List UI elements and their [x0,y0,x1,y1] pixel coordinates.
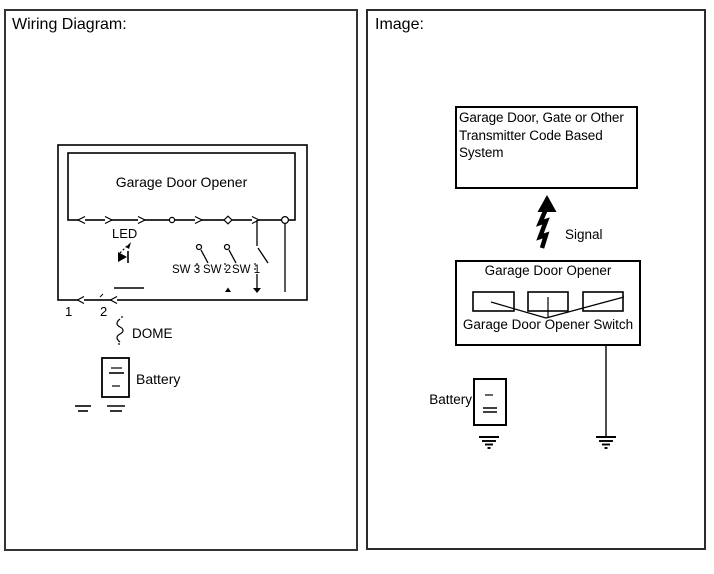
opener-block-box [455,260,641,346]
pin-connector-icon [194,215,204,225]
battery-symbol-icon [473,378,507,426]
arrow-down-icon [253,288,261,293]
tick [99,293,104,298]
transmitter-box-label: Garage Door, Gate or Other Transmitter C… [459,110,624,160]
pin-connector-icon [137,215,147,225]
ground-symbol-icon [75,405,91,412]
battery-label: Battery [136,371,181,387]
ground-symbol-icon [479,436,499,449]
sw3-label: SW 3 [172,264,201,276]
pin-connector-icon [223,215,233,225]
terminal-2-label: 2 [100,304,108,319]
switch-button-icon [472,291,515,312]
pin-connector-icon [168,216,176,224]
image-panel-title: Image: [375,16,424,33]
ground-symbol-icon [107,405,125,412]
pin-connector-icon [281,216,290,225]
image-panel: Image: [366,9,706,550]
leader-lines [490,296,625,319]
switch-button-icon [582,291,624,312]
switch-sw3-icon [195,243,209,273]
transmitter-box [455,106,638,189]
arrow-up-icon [225,287,231,292]
terminal-connector-icon [76,295,85,305]
signal-label: Signal [565,227,603,242]
led-symbol-icon [118,242,131,263]
battery-symbol-icon [101,357,130,398]
sw1-label: SW 1 [232,264,261,276]
opener-block-label: Garage Door Opener [484,263,612,278]
opener-inner-box [67,152,296,221]
wiring-diagram-panel: Wiring Diagram: [4,9,358,551]
switch-sw2-icon [223,243,237,273]
pin-connector-icon [104,215,114,225]
opener-box-label: Garage Door Opener [115,174,248,190]
battery-label: Battery [429,392,472,407]
wiring-diagram-title: Wiring Diagram: [12,16,127,33]
led-label: LED [112,226,138,241]
block-diagram-art [455,106,641,449]
sw2-label: SW 2 [203,264,232,276]
switch-sw1-icon [253,220,269,293]
pin-connector-icon [76,215,86,225]
opener-switch-label: Garage Door Opener Switch [462,317,634,332]
signal-bolt-icon [535,195,557,249]
terminal-connector-icon [109,295,118,305]
pin-connector-icon [251,215,261,225]
opener-outer-box [57,144,308,301]
dome-wire-icon [116,316,124,345]
ground-symbol-icon [596,436,616,449]
bottom-terminals [76,295,118,305]
wiring-diagram-art [57,144,308,412]
dome-label: DOME [132,326,173,341]
terminal-1-label: 1 [65,304,73,319]
